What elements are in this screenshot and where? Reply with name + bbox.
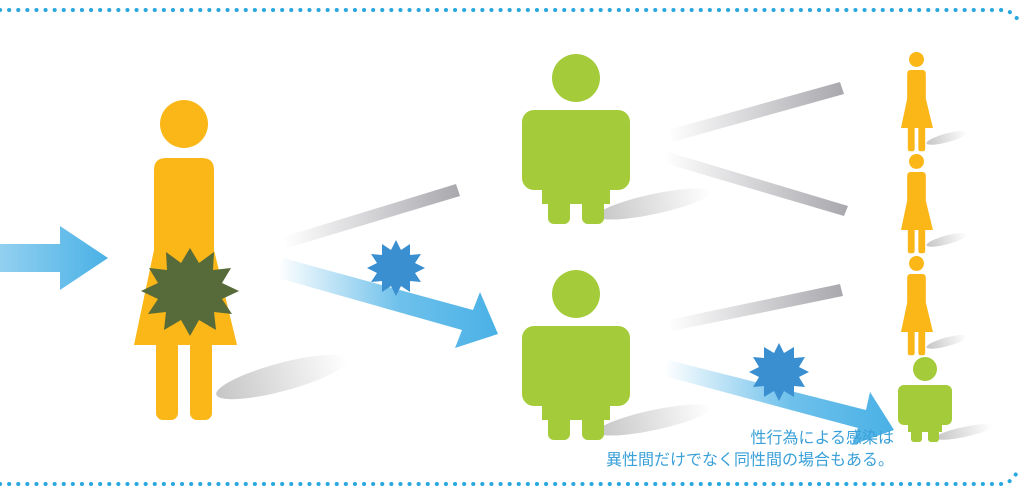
person-female-icon xyxy=(901,52,969,152)
person-female-icon xyxy=(901,154,969,254)
incoming-arrow xyxy=(0,226,108,290)
person-male-icon xyxy=(522,270,713,442)
transmission-arrow-2 xyxy=(664,360,894,445)
dotted-border xyxy=(0,8,1020,486)
infection-burst-icon xyxy=(141,248,239,336)
caption-line-1: 性行為による感染は xyxy=(750,428,894,447)
infection-burst-icon xyxy=(749,343,809,401)
caption-text: 性行為による感染は 異性間だけでなく同性間の場合もある。 xyxy=(606,427,894,471)
person-male-icon xyxy=(898,357,994,443)
caption-line-2: 異性間だけでなく同性間の場合もある。 xyxy=(605,450,894,469)
person-female-icon xyxy=(901,256,969,356)
gray-connection-lines xyxy=(283,82,848,331)
transmission-arrow-1 xyxy=(278,258,498,348)
infection-burst-icon xyxy=(367,240,425,296)
person-male-icon xyxy=(522,54,713,226)
